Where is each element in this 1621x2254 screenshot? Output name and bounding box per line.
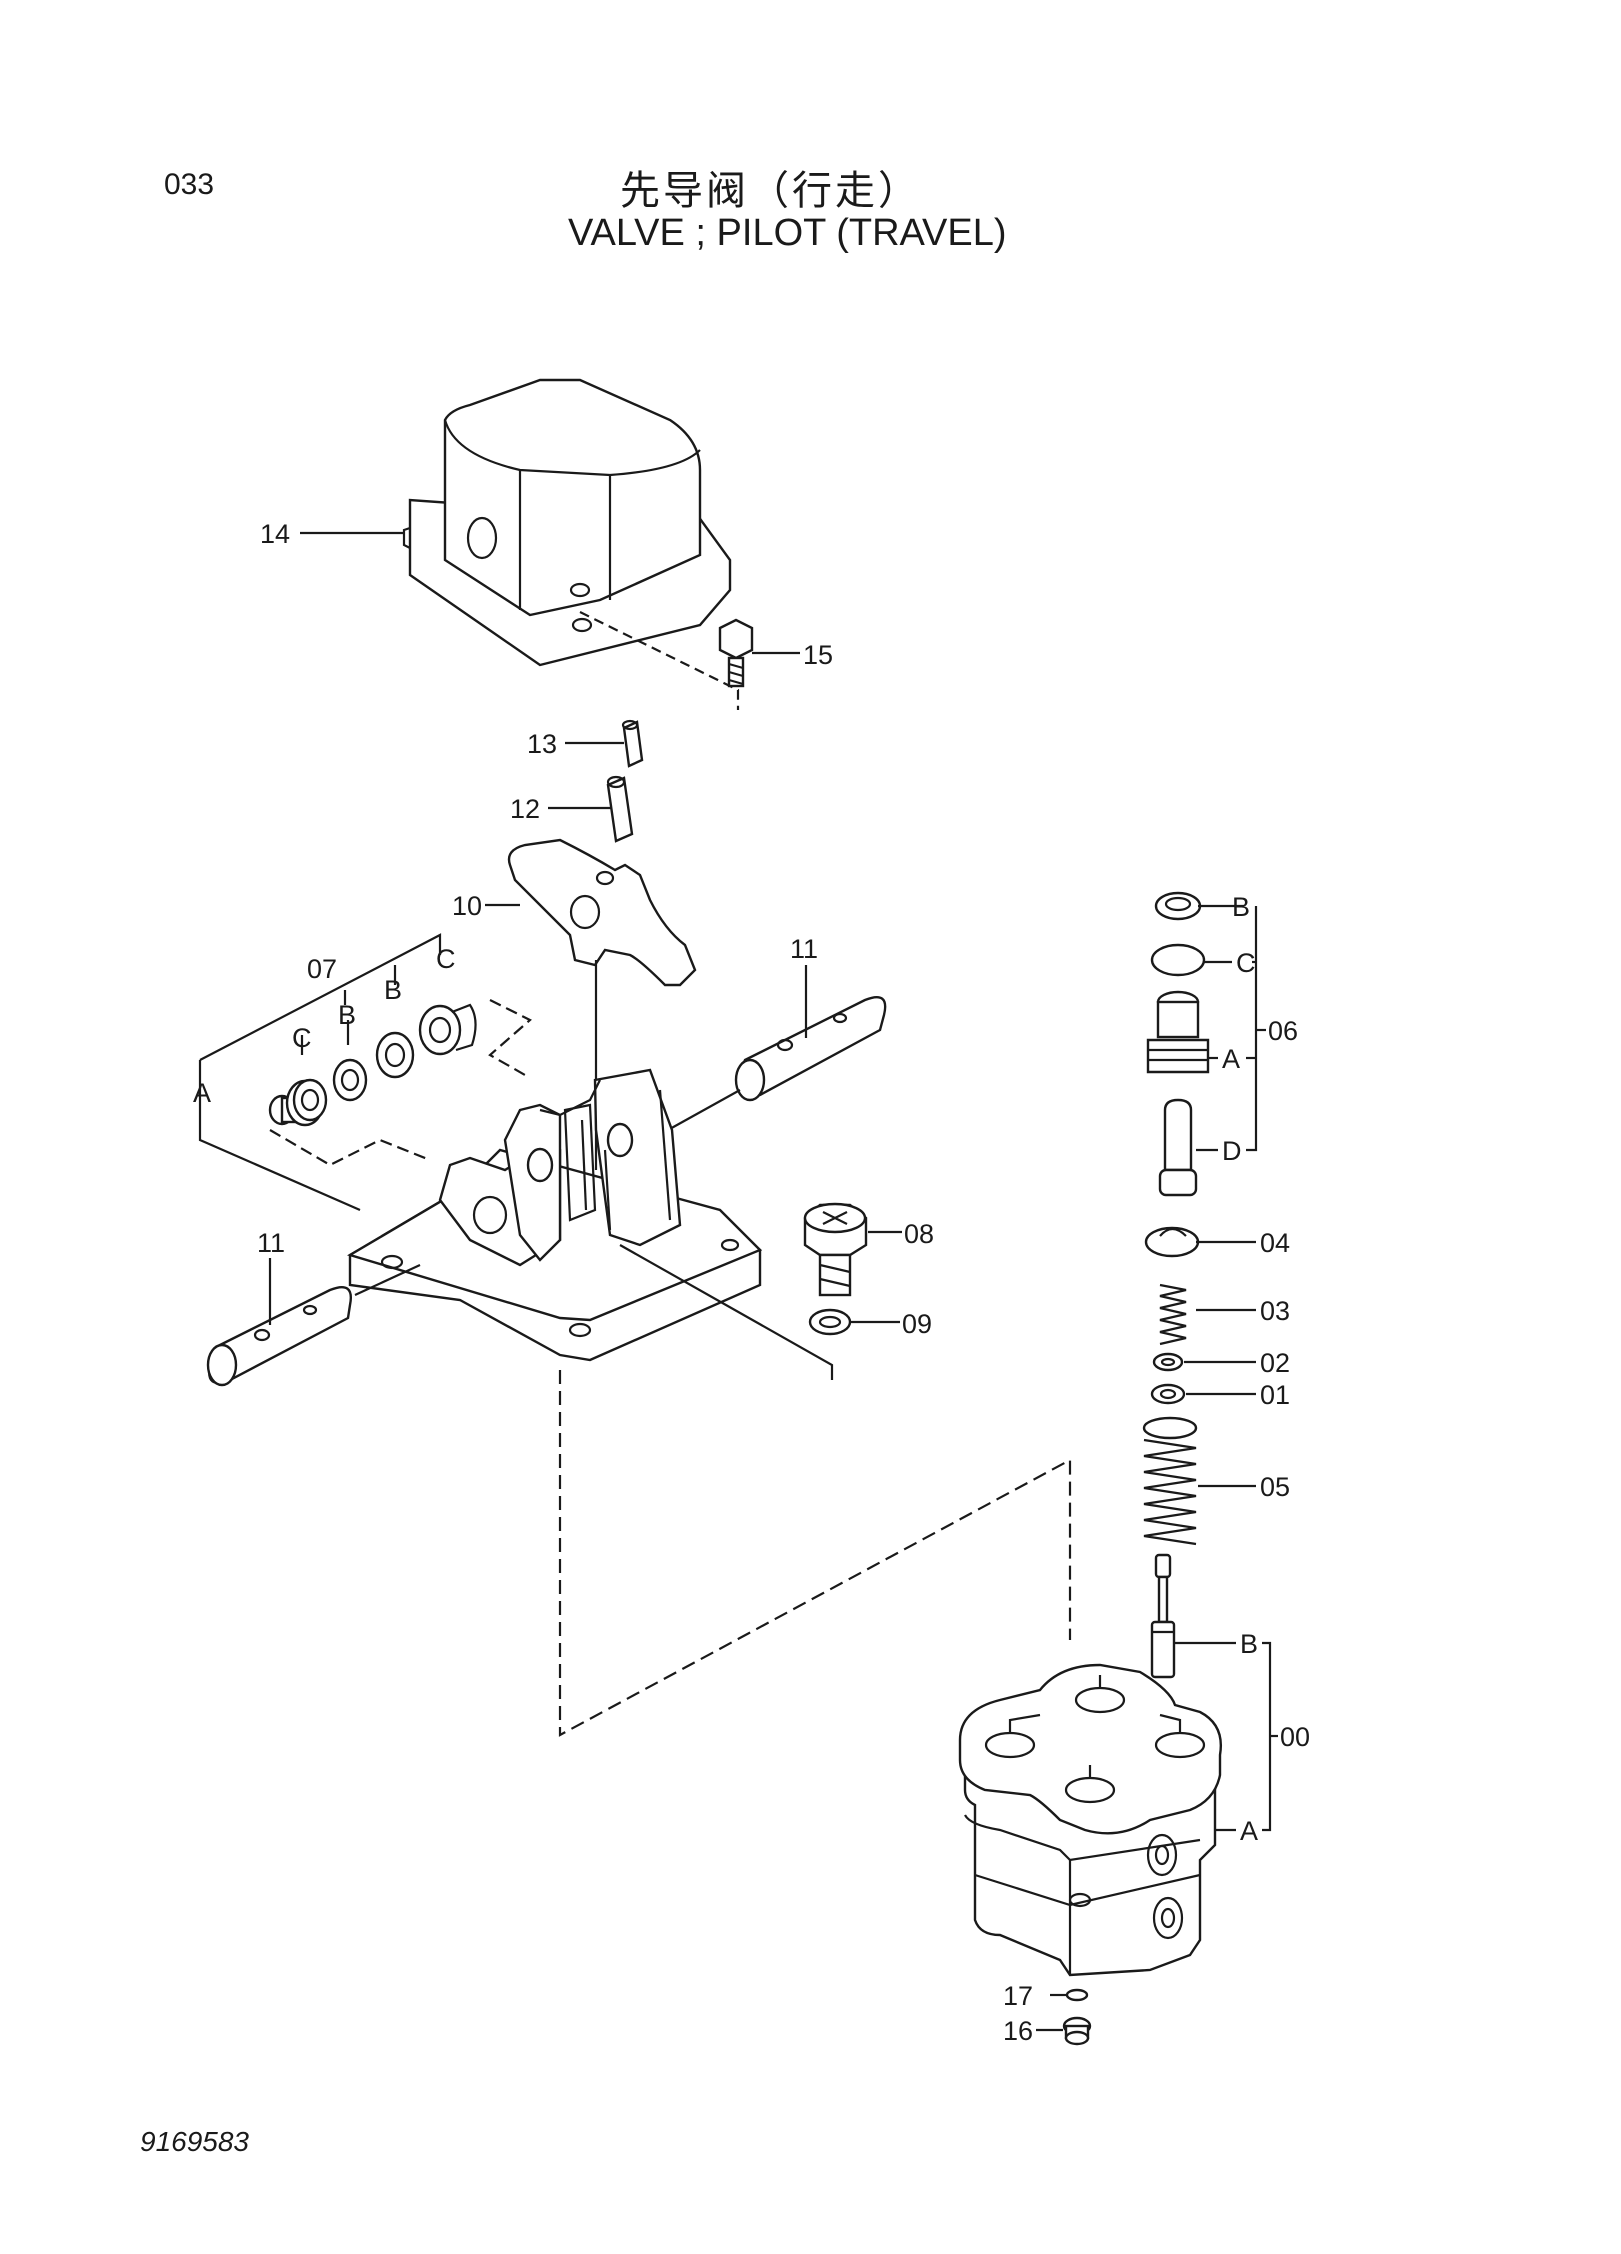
callout-11-upper: 11	[790, 934, 818, 964]
callout-09: 09	[902, 1309, 932, 1339]
part-11-shaft-lower	[206, 1285, 352, 1387]
shaft-11-lower-fit-line	[354, 1264, 421, 1296]
bushing-fit-line-lower	[269, 1129, 431, 1167]
callout-06-b: B	[1232, 892, 1250, 922]
part-05-return-spring	[1142, 1416, 1198, 1546]
callout-00-a: A	[1240, 1816, 1258, 1846]
callout-07-b2: B	[384, 975, 402, 1005]
callout-12: 12	[510, 794, 540, 824]
callout-06-d: D	[1222, 1136, 1242, 1166]
callout-13: 13	[527, 729, 557, 759]
part-15-bolt	[718, 618, 754, 688]
part-00a-valve-casing	[958, 1663, 1222, 1977]
part-10-lever	[507, 838, 697, 987]
callout-06: 06	[1268, 1016, 1298, 1046]
body-to-valve-fit-line	[558, 1370, 1072, 1737]
bolt-15-fit-line	[579, 611, 740, 710]
callout-00: 00	[1280, 1722, 1310, 1752]
callout-07: 07	[307, 954, 337, 984]
part-13-pin	[621, 719, 644, 768]
callout-16: 16	[1003, 2016, 1033, 2046]
part-12-spring-pin	[606, 775, 634, 843]
callout-10: 10	[452, 891, 482, 921]
shaft-11-fit-line	[667, 1089, 741, 1131]
callout-07-c2: C	[436, 944, 456, 974]
part-00b-spool	[1150, 1553, 1176, 1679]
callout-07-a: A	[193, 1078, 211, 1108]
document-number: 9169583	[140, 2126, 250, 2157]
bushing-group-a-bracket	[198, 1060, 361, 1212]
part-17-o-ring	[1065, 1988, 1089, 2002]
part-02-shim	[1152, 1352, 1184, 1372]
bushing-fit-line-upper	[488, 999, 532, 1076]
page-number: 033	[164, 168, 215, 201]
callout-01: 01	[1260, 1380, 1290, 1410]
part-04-spring-seat	[1144, 1226, 1200, 1258]
callout-15: 15	[803, 640, 833, 670]
part-body-casing	[347, 1068, 763, 1362]
callout-08: 08	[904, 1219, 934, 1249]
part-07-bushing-set	[268, 1003, 477, 1127]
callout-04: 04	[1260, 1228, 1290, 1258]
leader-lines	[199, 531, 1278, 2032]
part-16-plug	[1062, 2016, 1092, 2046]
callout-07-c1: C	[292, 1023, 312, 1053]
part-06-plunger-set	[1146, 891, 1210, 1197]
callout-05: 05	[1260, 1472, 1290, 1502]
part-11-shaft-upper	[734, 995, 887, 1102]
callout-14: 14	[260, 519, 290, 549]
callout-03: 03	[1260, 1296, 1290, 1326]
callout-00-b: B	[1240, 1629, 1258, 1659]
part-09-washer	[808, 1308, 852, 1336]
title-chinese: 先导阀（行走）	[620, 168, 921, 214]
part-01-washer	[1150, 1383, 1186, 1405]
callout-02: 02	[1260, 1348, 1290, 1378]
callout-17: 17	[1003, 1981, 1033, 2011]
part-08-plug	[803, 1202, 868, 1297]
callout-11-lower: 11	[257, 1228, 285, 1258]
title-english: VALVE ; PILOT (TRAVEL)	[568, 212, 1007, 254]
part-03-spring	[1159, 1283, 1187, 1346]
plug-08-fit-line	[619, 1244, 834, 1380]
part-14-cover	[402, 378, 732, 667]
callout-06-c: C	[1236, 948, 1256, 978]
callout-07-b1: B	[338, 1000, 356, 1030]
callout-06-a: A	[1222, 1044, 1240, 1074]
